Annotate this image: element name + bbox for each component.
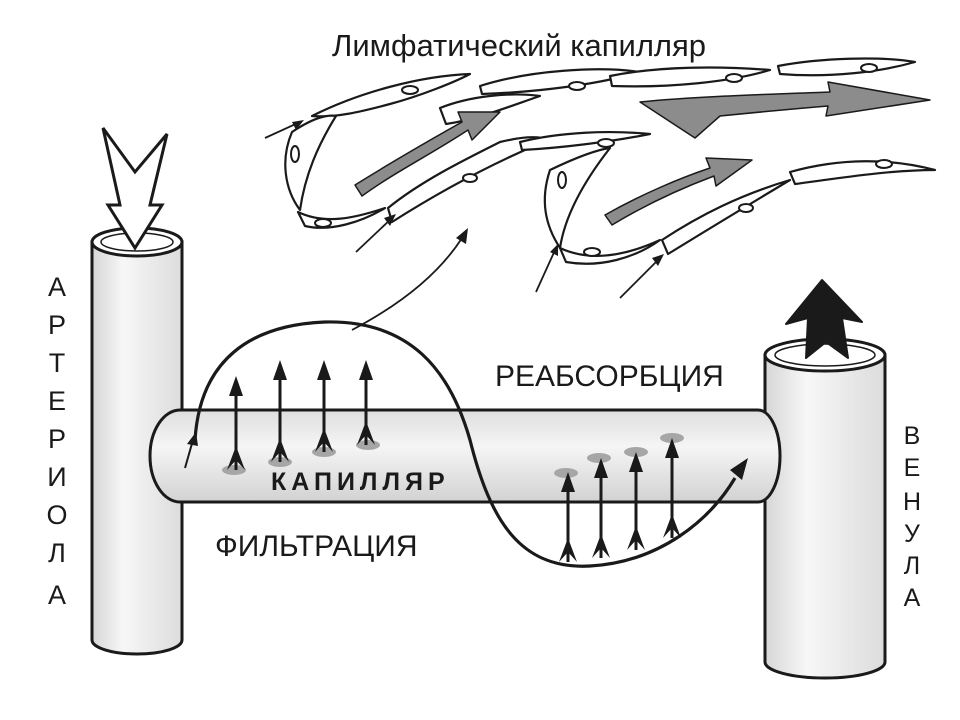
lymph-flow-arrow bbox=[604, 157, 753, 226]
lymph-cell bbox=[558, 238, 662, 265]
filtration-arrow bbox=[315, 360, 333, 452]
lymph-cell bbox=[776, 57, 917, 77]
arteriole-label: А Р Т Е Р И О Л А bbox=[46, 272, 67, 610]
venule-vessel bbox=[763, 337, 887, 680]
cell-nucleus bbox=[583, 247, 601, 257]
lymph-flow-arrow bbox=[639, 81, 931, 139]
cell-nucleus bbox=[401, 85, 419, 95]
venule-letter: Е bbox=[904, 454, 921, 482]
reabsorption-label: РЕАБСОРБЦИЯ bbox=[495, 360, 724, 393]
arteriole-letter: Р bbox=[48, 424, 66, 454]
filtration-arrow bbox=[357, 360, 375, 445]
cell-nucleus bbox=[597, 138, 615, 148]
venule-letter: Л bbox=[904, 552, 920, 580]
inflow-arrow bbox=[535, 247, 557, 293]
cell-nucleus bbox=[725, 73, 743, 83]
filtration-arrow bbox=[271, 360, 289, 462]
lymphatic-capillary bbox=[284, 57, 937, 265]
lymph-cell bbox=[296, 206, 387, 229]
venule-letter: В bbox=[904, 422, 921, 450]
venule-label: В Е Н У Л А bbox=[903, 422, 921, 612]
reabsorption-arrow bbox=[663, 438, 681, 538]
cell-nucleus bbox=[314, 218, 332, 228]
arteriole-letter: Т bbox=[49, 348, 66, 378]
filtration-arrow bbox=[227, 376, 245, 470]
cell-nucleus bbox=[738, 203, 754, 213]
lymph-drainage-arrow bbox=[351, 237, 463, 331]
pressure-curve bbox=[193, 320, 737, 568]
lymph-inflow-arrows bbox=[264, 121, 661, 299]
cell-nucleus bbox=[875, 159, 893, 169]
filtration-arrows bbox=[227, 360, 375, 470]
lymph-flow-arrows bbox=[354, 81, 931, 226]
lymph-cell bbox=[310, 72, 472, 118]
arteriole-vessel bbox=[90, 226, 184, 656]
lymph-cell bbox=[660, 178, 792, 256]
cell-nucleus bbox=[462, 173, 478, 183]
lymph-cell bbox=[543, 146, 612, 250]
arteriole-letter: Р bbox=[48, 310, 66, 340]
lymph-cell bbox=[608, 66, 772, 88]
cell-nucleus bbox=[557, 171, 567, 189]
pressure-curve-end-arrowhead bbox=[730, 458, 748, 480]
arteriole-inflow-arrow bbox=[101, 127, 169, 251]
inflow-arrow bbox=[619, 257, 661, 299]
venule-letter: Н bbox=[903, 488, 921, 516]
arteriole-letter: И bbox=[47, 462, 66, 492]
lymph-nuclei bbox=[290, 63, 893, 257]
filtration-label: ФИЛЬТРАЦИЯ bbox=[215, 530, 418, 563]
curve-start-arrowhead bbox=[187, 432, 198, 446]
venule-letter: У bbox=[904, 520, 920, 548]
capillary-label: КАПИЛЛЯР bbox=[271, 468, 450, 496]
cell-nucleus bbox=[290, 145, 300, 163]
reabsorption-arrow bbox=[627, 452, 645, 550]
arteriole-letter: О bbox=[46, 500, 67, 530]
cell-nucleus bbox=[568, 81, 586, 91]
venule-letter: А bbox=[904, 584, 921, 612]
capillary-tube bbox=[148, 408, 782, 504]
reabsorption-arrow bbox=[559, 472, 577, 562]
lymph-inflow-arrowheads bbox=[292, 120, 664, 266]
lymphatic-capillary-title: Лимфатический капилляр bbox=[332, 28, 706, 63]
arteriole-letter: А bbox=[48, 272, 66, 302]
reabsorption-arrows bbox=[559, 438, 681, 562]
reabsorption-arrow bbox=[592, 458, 610, 558]
lymph-cell bbox=[284, 114, 338, 212]
inflow-arrow bbox=[355, 217, 393, 253]
lymph-cell bbox=[518, 130, 652, 152]
arteriole-letter: Е bbox=[48, 386, 66, 416]
lymph-drainage-arrowhead bbox=[456, 228, 468, 244]
lymph-flow-arrow bbox=[354, 111, 501, 197]
venule-outflow-arrow bbox=[785, 279, 863, 359]
arteriole-letter: Л bbox=[48, 538, 66, 568]
arteriole-letter: А bbox=[48, 580, 66, 610]
lymph-cell bbox=[788, 160, 937, 186]
cell-nucleus bbox=[860, 63, 878, 73]
